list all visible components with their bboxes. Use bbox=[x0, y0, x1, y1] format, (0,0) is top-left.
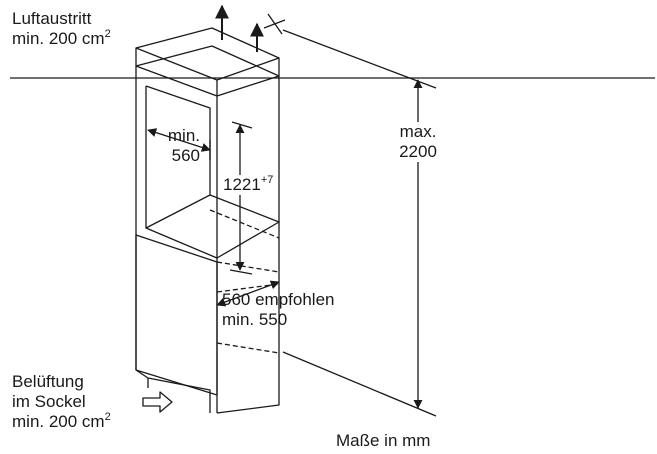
height-ext-top bbox=[231, 121, 253, 129]
appliance-dashed-2 bbox=[216, 342, 280, 354]
appliance-front bbox=[135, 235, 218, 396]
niche-floor-dashed bbox=[209, 209, 280, 239]
ventilation-location: im Sockel bbox=[12, 392, 86, 411]
max-height-ext-top bbox=[282, 29, 437, 89]
appliance-dashed-1 bbox=[216, 261, 280, 273]
top-inner-ledge bbox=[135, 65, 280, 97]
air-outlet-cross-2 bbox=[263, 19, 286, 29]
ventilation-area-unit-sup: 2 bbox=[104, 411, 111, 423]
top-ledge bbox=[135, 45, 280, 77]
niche-upper-inner bbox=[145, 85, 211, 195]
units-note: Maße in mm bbox=[336, 431, 431, 450]
niche-width-prefix: min. bbox=[167, 126, 200, 145]
appliance-top-edge bbox=[135, 234, 218, 263]
max-height-label: max. 2200 bbox=[392, 122, 444, 162]
height-ext-bottom bbox=[229, 269, 253, 275]
air-outlet-area: min. 200 cm2 bbox=[12, 29, 111, 49]
max-height-value: 2200 bbox=[399, 142, 437, 161]
max-height-prefix: max. bbox=[399, 122, 437, 141]
ventilation-area: min. 200 cm2 bbox=[12, 412, 111, 432]
niche-height-label: 1221+7 bbox=[222, 174, 275, 195]
air-outlet-title: Luftaustritt bbox=[12, 9, 92, 28]
cabinet-right-face bbox=[216, 58, 280, 414]
air-outlet-area-unit-sup: 2 bbox=[104, 28, 111, 40]
ventilation-title: Belüftung bbox=[12, 372, 84, 391]
depth-recommended: 560 empfohlen bbox=[222, 290, 335, 309]
plinth-outline bbox=[135, 369, 211, 413]
niche-floor-shelf bbox=[145, 194, 280, 259]
depth-dim-line bbox=[216, 280, 280, 307]
ventilation-label: Belüftung im Sockel min. 200 cm2 bbox=[12, 372, 111, 432]
air-outlet-area-value: min. 200 cm bbox=[12, 29, 105, 48]
air-outlet-label: Luftaustritt min. 200 cm2 bbox=[12, 9, 111, 49]
max-height-ext-bottom bbox=[282, 351, 437, 417]
niche-height-value: 1221 bbox=[223, 175, 261, 194]
ventilation-area-value: min. 200 cm bbox=[12, 412, 105, 431]
depth-label: 560 empfohlen min. 550 bbox=[222, 290, 334, 330]
width-dim-line bbox=[147, 128, 211, 152]
niche-width-label: min. 560 bbox=[150, 126, 200, 166]
ventilation-inlet-arrow bbox=[142, 391, 173, 413]
niche-width-value: 560 bbox=[171, 146, 200, 165]
depth-minimum: min. 550 bbox=[222, 310, 288, 329]
niche-height-tolerance: +7 bbox=[260, 174, 274, 186]
